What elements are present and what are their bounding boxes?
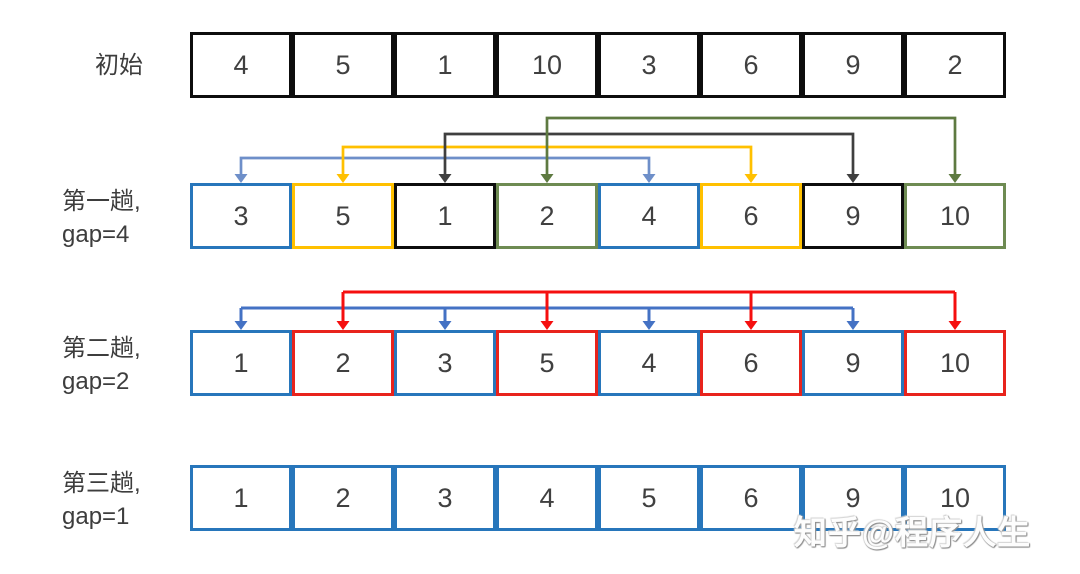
array-boxes: 1 2 3 4 5 6 9 10 <box>190 465 1006 531</box>
cell-value: 5 <box>335 200 351 231</box>
array-cell: 6 <box>700 330 802 396</box>
cell-value: 6 <box>743 49 759 80</box>
array-cell: 5 <box>292 32 394 98</box>
array-cell: 10 <box>904 183 1006 249</box>
array-cell: 3 <box>394 465 496 531</box>
cell-value: 1 <box>233 482 249 513</box>
cell-value: 6 <box>743 482 759 513</box>
cell-value: 6 <box>743 347 759 378</box>
cell-value: 4 <box>641 347 657 378</box>
row-label-line: gap=2 <box>62 368 130 395</box>
cell-value: 10 <box>939 482 971 513</box>
cell-value: 9 <box>845 347 861 378</box>
array-cell: 1 <box>394 32 496 98</box>
cell-value: 1 <box>437 200 453 231</box>
cell-value: 2 <box>335 482 351 513</box>
array-cell: 2 <box>496 183 598 249</box>
cell-value: 5 <box>641 482 657 513</box>
cell-value: 2 <box>947 49 963 80</box>
cell-value: 3 <box>641 49 657 80</box>
array-row-2: 第二趟, gap=2 1 2 3 5 4 6 9 10 <box>0 330 1080 396</box>
row-label-line: 初始 <box>95 52 143 79</box>
array-cell: 10 <box>904 465 1006 531</box>
array-cell: 4 <box>190 32 292 98</box>
array-row-0: 初始 4 5 1 10 3 6 9 2 <box>0 32 1080 98</box>
array-boxes: 1 2 3 5 4 6 9 10 <box>190 330 1006 396</box>
array-cell: 2 <box>292 465 394 531</box>
array-cell: 1 <box>190 465 292 531</box>
cell-value: 1 <box>233 347 249 378</box>
array-cell: 4 <box>496 465 598 531</box>
array-cell: 4 <box>598 330 700 396</box>
row-label-line: 第一趟, <box>62 188 141 215</box>
cell-value: 10 <box>531 49 563 80</box>
cell-value: 9 <box>845 49 861 80</box>
cell-value: 10 <box>939 347 971 378</box>
array-cell: 10 <box>496 32 598 98</box>
array-cell: 10 <box>904 330 1006 396</box>
watermark: 知乎@程序人生 <box>794 514 1032 551</box>
row-label: 初始 <box>95 49 143 82</box>
cell-value: 4 <box>233 49 249 80</box>
array-cell: 9 <box>802 465 904 531</box>
cell-value: 3 <box>437 347 453 378</box>
row-label-line: gap=4 <box>62 221 130 248</box>
cell-value: 6 <box>743 200 759 231</box>
array-cell: 3 <box>394 330 496 396</box>
array-cell: 5 <box>292 183 394 249</box>
array-cell: 1 <box>394 183 496 249</box>
cell-value: 3 <box>233 200 249 231</box>
array-cell: 3 <box>598 32 700 98</box>
row-label-line: 第二趟, <box>62 335 141 362</box>
array-cell: 3 <box>190 183 292 249</box>
array-cell: 6 <box>700 183 802 249</box>
array-cell: 4 <box>598 183 700 249</box>
cell-value: 9 <box>845 482 861 513</box>
array-cell: 9 <box>802 330 904 396</box>
row-label-line: 第三趟, <box>62 470 141 497</box>
row-label: 第一趟, gap=4 <box>62 185 141 251</box>
cell-value: 9 <box>845 200 861 231</box>
array-cell: 1 <box>190 330 292 396</box>
cell-value: 4 <box>641 200 657 231</box>
array-cell: 5 <box>496 330 598 396</box>
row-label-line: gap=1 <box>62 503 130 530</box>
cell-value: 1 <box>437 49 453 80</box>
array-boxes: 4 5 1 10 3 6 9 2 <box>190 32 1006 98</box>
cell-value: 5 <box>335 49 351 80</box>
cell-value: 2 <box>539 200 555 231</box>
array-cell: 2 <box>904 32 1006 98</box>
array-cell: 5 <box>598 465 700 531</box>
cell-value: 10 <box>939 200 971 231</box>
array-boxes: 3 5 1 2 4 6 9 10 <box>190 183 1006 249</box>
array-cell: 2 <box>292 330 394 396</box>
array-cell: 6 <box>700 32 802 98</box>
array-cell: 9 <box>802 32 904 98</box>
array-cell: 9 <box>802 183 904 249</box>
array-cell: 6 <box>700 465 802 531</box>
array-row-1: 第一趟, gap=4 3 5 1 2 4 6 9 10 <box>0 183 1080 249</box>
cell-value: 2 <box>335 347 351 378</box>
cell-value: 4 <box>539 482 555 513</box>
cell-value: 3 <box>437 482 453 513</box>
row-label: 第三趟, gap=1 <box>62 467 141 533</box>
array-row-3: 第三趟, gap=1 1 2 3 4 5 6 9 10 <box>0 465 1080 531</box>
cell-value: 5 <box>539 347 555 378</box>
row-label: 第二趟, gap=2 <box>62 332 141 398</box>
